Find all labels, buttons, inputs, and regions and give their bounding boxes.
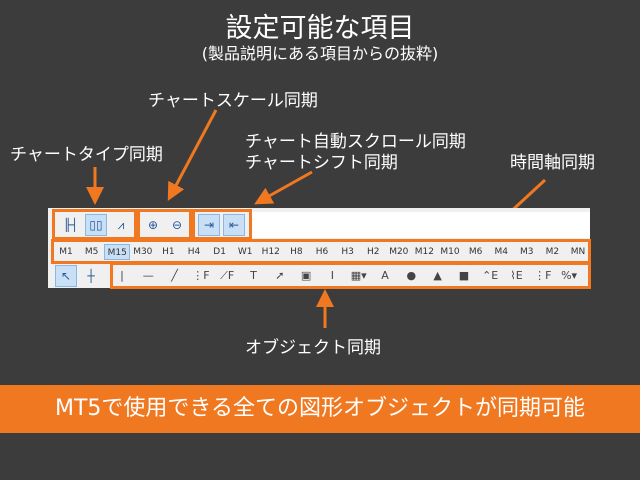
timeframe-m12[interactable]: M12 <box>414 247 434 257</box>
timeframe-m3[interactable]: M3 <box>520 247 534 257</box>
scroll-highlight <box>192 209 252 240</box>
object-highlight <box>110 262 591 289</box>
candlestick-chart-button[interactable]: ▯▯ <box>85 214 107 236</box>
timeframe-h12[interactable]: H12 <box>261 247 280 257</box>
timeframe-m6[interactable]: M6 <box>468 247 483 257</box>
text-label-icon[interactable]: T <box>250 269 257 282</box>
timeframe-m10[interactable]: M10 <box>440 247 460 257</box>
fibo-levels-icon[interactable]: ⋮F <box>534 269 552 282</box>
elliott-1-icon[interactable]: ⌃E <box>482 269 499 282</box>
auto-scroll-button[interactable]: ⇥ <box>198 214 220 236</box>
arrow-scroll <box>254 170 313 205</box>
fibo-fan-icon[interactable]: ⟋F <box>220 269 235 282</box>
arrow-chart-scale <box>167 109 218 201</box>
timeframe-m20[interactable]: M20 <box>389 247 409 257</box>
page-title: 設定可能な項目 <box>225 13 415 44</box>
timeframe-h4[interactable]: H4 <box>187 247 201 257</box>
timeframe-m5[interactable]: M5 <box>84 247 99 257</box>
arrow-icon[interactable]: ➚ <box>275 269 285 282</box>
text-cursor-icon[interactable]: I <box>330 269 335 282</box>
timeframe-m4[interactable]: M4 <box>494 247 508 257</box>
timeframe-highlight <box>51 239 591 264</box>
elliott-2-icon[interactable]: ⌇E <box>510 269 523 282</box>
timeframe-m30[interactable]: M30 <box>133 247 153 257</box>
toolbar-empty-area <box>252 212 590 238</box>
timeframe-m2[interactable]: M2 <box>545 247 560 257</box>
page-subtitle: (製品説明にある項目からの抜粋) <box>201 44 439 63</box>
timeframe-m15[interactable]: M15 <box>104 244 131 260</box>
timeframe-w1[interactable]: W1 <box>237 247 253 257</box>
rectangle-icon[interactable]: ■ <box>458 269 470 282</box>
timeframe-d1[interactable]: D1 <box>213 247 226 257</box>
more-menu-icon[interactable]: %▾ <box>561 269 578 282</box>
line-chart-button[interactable]: ⩘ <box>117 217 125 232</box>
label-chart-shift: チャートシフト同期 <box>245 153 398 173</box>
chart-shift-button[interactable]: ⇤ <box>223 214 245 236</box>
sign-menu-icon[interactable]: ▦▾ <box>350 269 367 282</box>
cursor-button[interactable]: ↖ <box>55 265 77 287</box>
label-object: オブジェクト同期 <box>245 338 381 358</box>
timeframe-h8[interactable]: H8 <box>290 247 303 257</box>
fibo-grid-icon[interactable]: ⋮F <box>192 269 210 282</box>
label-chart-type: チャートタイプ同期 <box>10 145 163 165</box>
rectangle-label-icon[interactable]: ▣ <box>300 269 312 282</box>
label-chart-scale: チャートスケール同期 <box>148 91 318 111</box>
timeframe-h2[interactable]: H2 <box>366 247 380 257</box>
chart-scale-highlight <box>137 209 192 240</box>
vertical-line-icon[interactable]: | <box>120 269 124 282</box>
timeframe-m1[interactable]: M1 <box>59 247 73 257</box>
timeframe-h6[interactable]: H6 <box>315 247 329 257</box>
horizontal-line-icon[interactable]: — <box>142 269 154 282</box>
trend-line-icon[interactable]: ╱ <box>171 269 178 282</box>
chart-type-highlight <box>52 209 137 240</box>
text-icon[interactable]: A <box>381 269 389 282</box>
bar-chart-button[interactable]: ╟┤ <box>63 218 79 232</box>
label-timeframe: 時間軸同期 <box>510 153 595 173</box>
timeframe-h1[interactable]: H1 <box>162 247 175 257</box>
zoom-in-button[interactable]: ⊕ <box>147 218 159 232</box>
label-auto-scroll: チャート自動スクロール同期 <box>245 132 466 152</box>
timeframe-h3[interactable]: H3 <box>341 247 354 257</box>
crosshair-button[interactable]: ┼ <box>87 269 95 283</box>
timeframe-mn[interactable]: MN <box>570 247 586 257</box>
ellipse-icon[interactable]: ● <box>406 269 417 282</box>
banner: MT5で使用できる全ての図形オブジェクトが同期可能 <box>0 385 640 433</box>
triangle-icon[interactable]: ▲ <box>433 269 442 282</box>
zoom-out-button[interactable]: ⊖ <box>171 218 183 232</box>
